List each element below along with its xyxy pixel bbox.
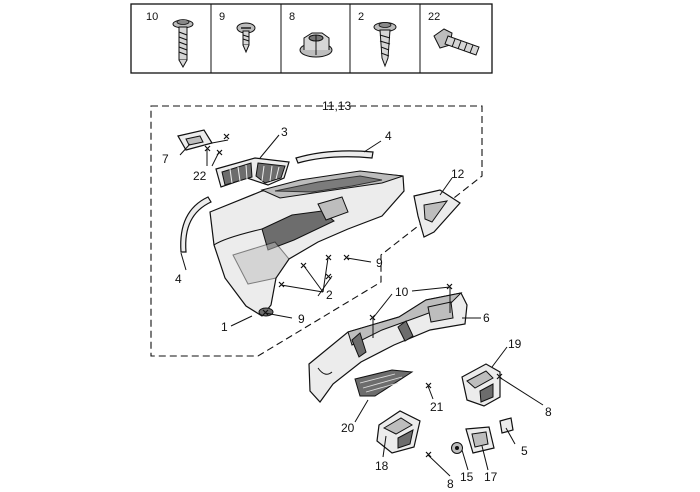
self-tapping-screw-icon: [373, 22, 397, 68]
callout-2: 2: [326, 288, 333, 302]
fastener-key-10: 10: [146, 11, 158, 23]
callout-22: 22: [193, 169, 207, 183]
bolt-icon: [433, 28, 480, 56]
callout-20: 20: [341, 421, 355, 435]
fastener-key-9: 9: [219, 11, 225, 23]
assembly-boundary: 11,13: [150, 99, 483, 357]
fastener-key-table: 10 9 8 2 22: [130, 3, 493, 74]
flat-head-screw-icon: [236, 22, 256, 54]
callout-4-upper: 4: [385, 129, 392, 143]
leader-lines: [179, 134, 544, 477]
trim-strip-4-upper: [295, 150, 374, 164]
callout-15: 15: [460, 470, 474, 484]
callout-21: 21: [430, 400, 444, 414]
fastener-key-22: 22: [428, 11, 440, 23]
mesh-grille-part-20: [354, 369, 414, 397]
callout-7: 7: [162, 152, 169, 166]
screw-icon: [172, 19, 194, 69]
callout-8-bottom: 8: [447, 477, 454, 491]
callout-8-right: 8: [545, 405, 552, 419]
callout-18: 18: [375, 459, 389, 473]
callout-12: 12: [451, 167, 465, 181]
grille-part-3: [215, 157, 290, 188]
clip-part-5: [499, 417, 514, 434]
fastener-key-8: 8: [289, 11, 295, 23]
callout-4-left: 4: [175, 272, 182, 286]
callout-10: 10: [395, 285, 409, 299]
fastener-position-marks: [204, 133, 503, 458]
fastener-key-2: 2: [358, 11, 364, 23]
callout-1: 1: [221, 320, 228, 334]
callout-3: 3: [281, 125, 288, 139]
bracket-part-19: [461, 363, 501, 407]
callout-labels: 7 22 3 4 12 4 9 2 9 1 10 6 19 8 20 21 5 …: [162, 125, 552, 491]
bracket-part-12: [413, 189, 461, 238]
bracket-part-18: [376, 410, 421, 454]
callout-19: 19: [508, 337, 522, 351]
assembly-label: 11,13: [322, 99, 351, 113]
bracket-part-7: [177, 129, 213, 151]
bracket-part-17: [465, 426, 495, 454]
clip-part-15: [451, 442, 463, 454]
nut-icon: [299, 32, 333, 58]
reinforcement-beam-part-6: [308, 292, 468, 403]
trim-strip-4-left: [180, 196, 212, 253]
callout-9-upper: 9: [376, 256, 383, 270]
callout-6: 6: [483, 311, 490, 325]
callout-17: 17: [484, 470, 498, 484]
callout-5: 5: [521, 444, 528, 458]
bumper-cover-part-1: [209, 170, 405, 317]
callout-9-lower: 9: [298, 312, 305, 326]
